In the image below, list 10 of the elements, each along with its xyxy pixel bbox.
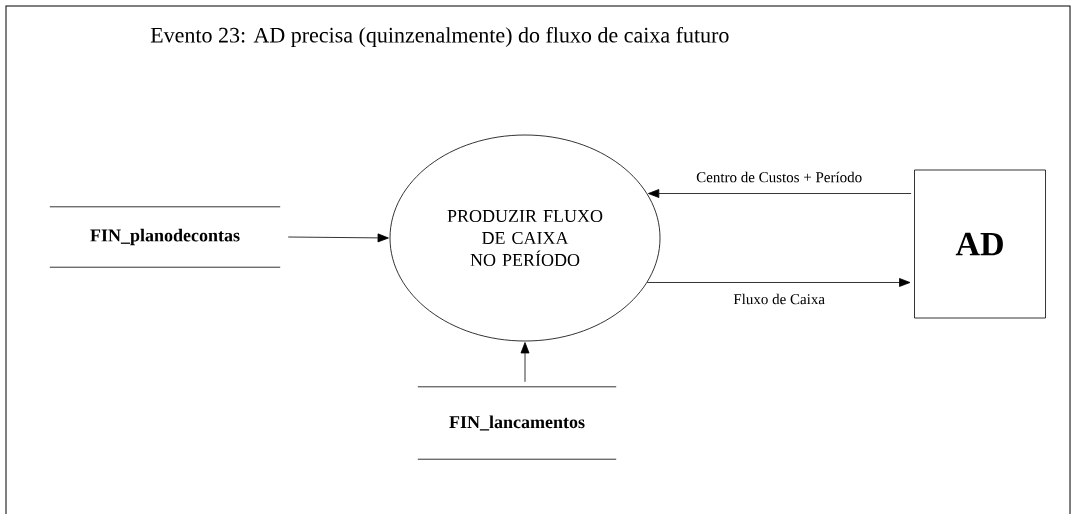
edge-label: Centro de Custos + Período — [695, 170, 864, 184]
title: Evento 23: AD precisa (quinzenalmente) do fluxo de caixa futuro — [150, 26, 729, 48]
arrow — [647, 189, 912, 198]
arrow — [520, 342, 530, 383]
arrow — [287, 233, 389, 243]
entity-box: AD — [914, 169, 1046, 319]
arrow — [646, 278, 911, 287]
data-store: FIN_planodecontas — [49, 206, 281, 268]
edge-label: Fluxo de Caixa — [732, 292, 826, 306]
data-store: FIN_lancamentos — [417, 386, 617, 460]
